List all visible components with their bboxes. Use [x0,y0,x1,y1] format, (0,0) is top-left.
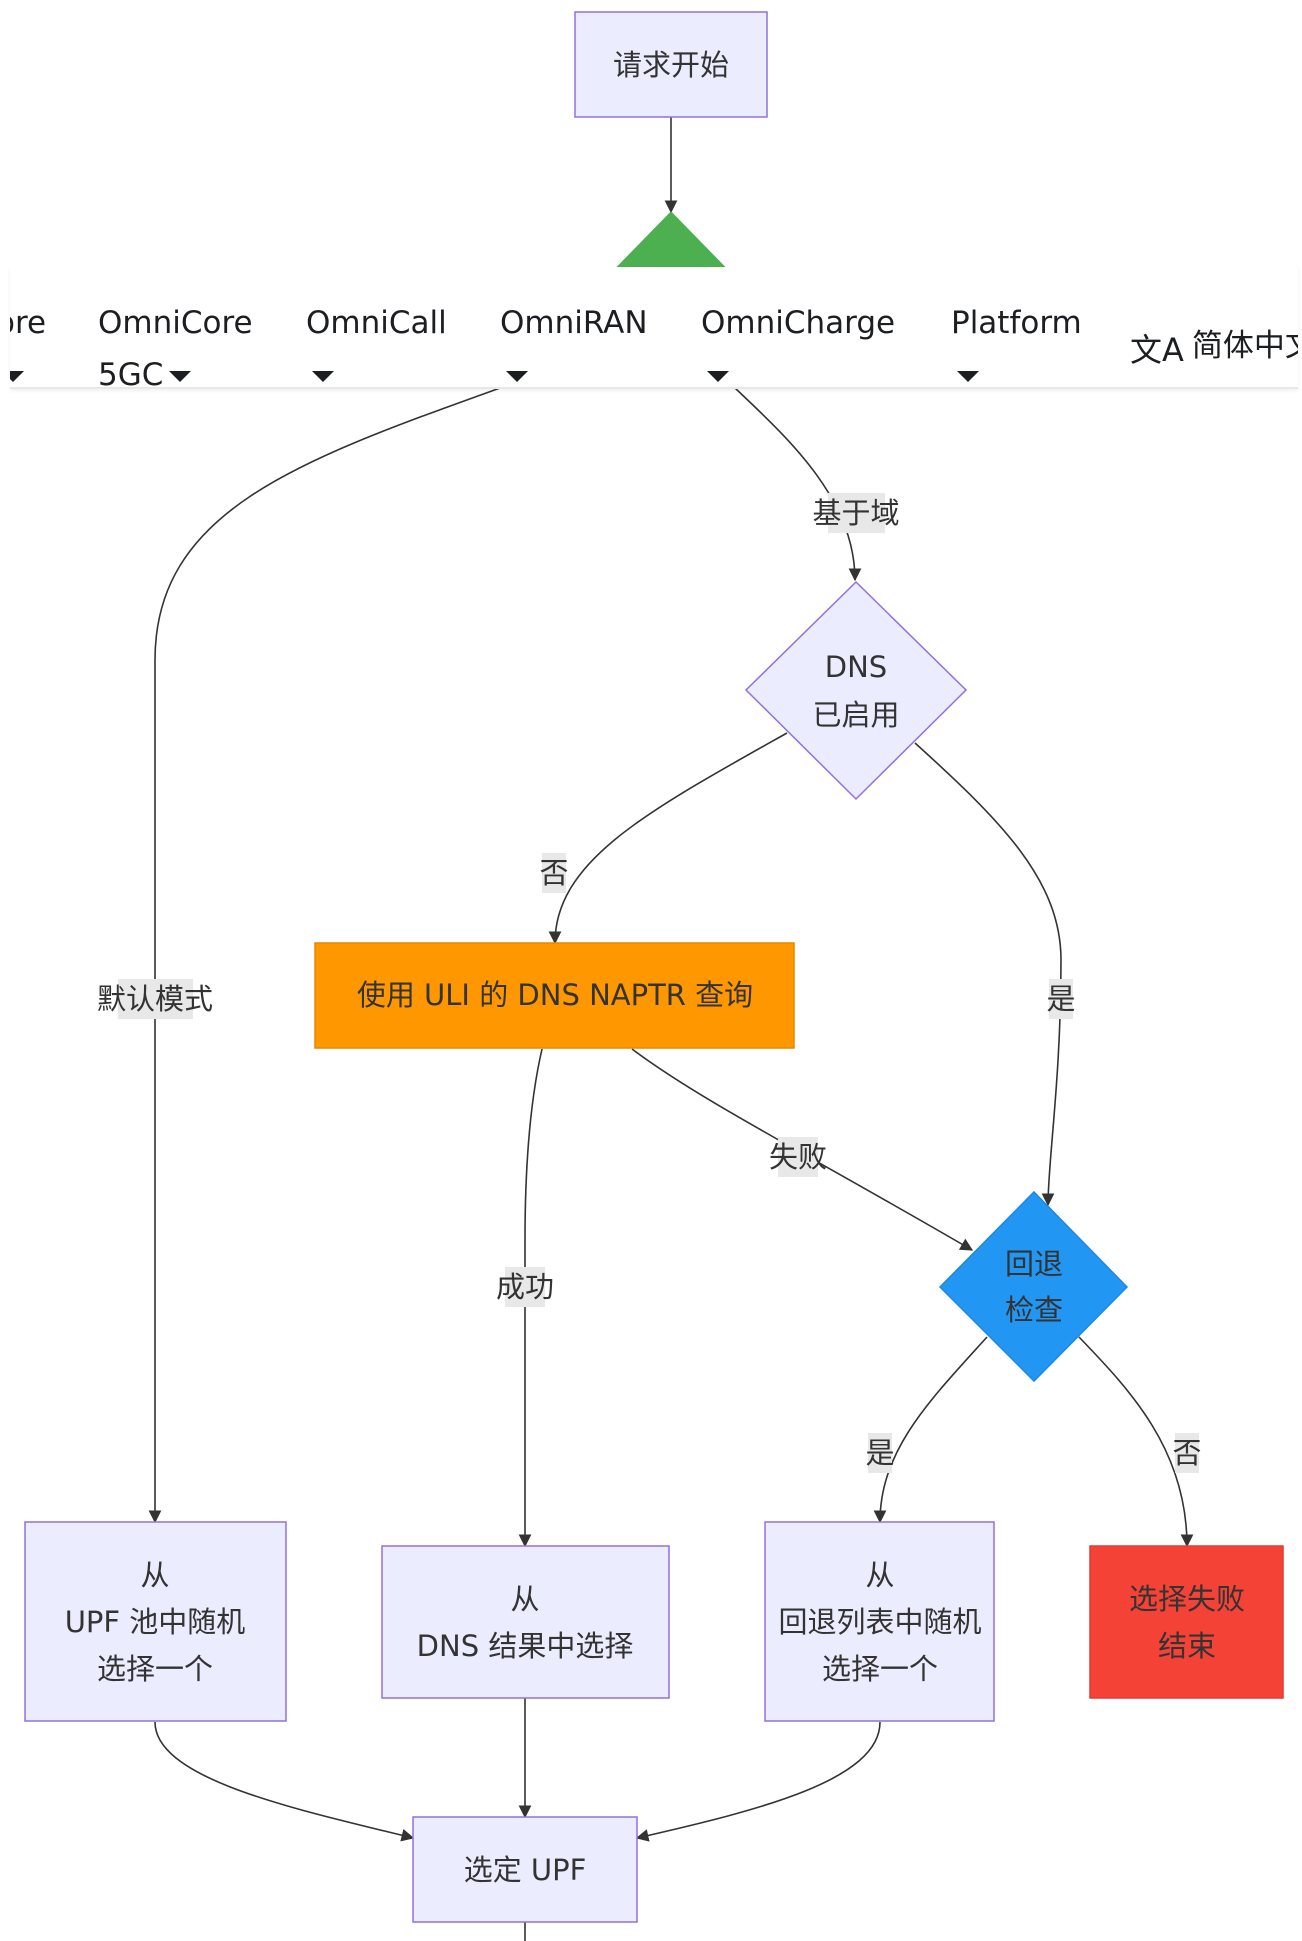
edge-dns-check-to-query [548,732,788,945]
chevron-down-icon [707,371,729,382]
svg-text:DNS: DNS [825,650,887,684]
edge-label-dns-no: 否 [539,856,568,890]
nav-item-label: OmniCharge [701,305,896,341]
edge-label-query-fail: 失败 [769,1140,827,1174]
edge-label-fallback-no: 否 [1172,1436,1201,1470]
chevron-down-icon [10,371,24,382]
node-upf-pool-select: 从 UPF 池中随机 选择一个 [24,1521,287,1722]
node-start: 请求开始 [574,11,768,118]
chevron-down-icon [312,371,334,382]
svg-text:选择一个: 选择一个 [97,1652,213,1686]
edge-decision-to-upf-pool [148,387,501,1524]
edge-dns-check-to-fallback [914,742,1062,1207]
language-selector[interactable]: 文A简体中文 [1130,320,1298,371]
node-selected-upf: 选定 UPF [412,1816,638,1923]
edge-upf-pool-to-selected [154,1721,415,1842]
edge-fallback-to-select [873,1336,988,1524]
translate-icon: 文A [1130,330,1184,369]
nav-item-platform[interactable]: Platform [951,297,1082,387]
svg-text:UPF 池中随机: UPF 池中随机 [65,1605,246,1639]
svg-text:选择失败: 选择失败 [1129,1582,1245,1616]
nav-item-omnicore-partial[interactable]: ore [10,297,47,387]
edge-fallback-select-to-selected [635,1721,881,1842]
node-fallback-check: 回退 检查 [938,1190,1129,1383]
svg-text:从: 从 [140,1558,169,1592]
node-dns-result-select: 从 DNS 结果中选择 [381,1545,670,1699]
svg-text:选定 UPF: 选定 UPF [464,1853,587,1887]
nav-item-label: OmniCore [98,305,253,341]
nav-item-omniran[interactable]: OmniRAN [500,297,648,387]
chevron-down-icon [506,371,528,382]
svg-text:回退列表中随机: 回退列表中随机 [778,1605,981,1639]
edge-label-query-success: 成功 [496,1270,554,1304]
svg-text:使用 ULI 的 DNS NAPTR 查询: 使用 ULI 的 DNS NAPTR 查询 [357,978,753,1012]
nav-item-omnicall[interactable]: OmniCall [306,297,447,387]
nav-item-label: OmniRAN [500,305,648,341]
edge-query-to-fallback [631,1048,974,1251]
node-selection-failed: 选择失败 结束 [1089,1545,1284,1699]
nav-item-omnicore-5gc[interactable]: OmniCore 5GC [98,297,253,389]
node-dns-query: 使用 ULI 的 DNS NAPTR 查询 [314,942,795,1049]
svg-text:回退: 回退 [1005,1247,1063,1281]
nav-item-omnicharge[interactable]: OmniCharge [701,297,896,387]
svg-text:已启用: 已启用 [812,698,899,732]
nav-item-label: Platform [951,305,1082,341]
nav-item-label: ore [10,305,47,341]
edge-label-dns-mode: 基于域 [812,496,899,530]
edge-label-dns-yes: 是 [1046,982,1075,1016]
chevron-down-icon [957,371,979,382]
edge-label-default-mode: 默认模式 [97,982,213,1016]
chevron-down-icon [169,371,192,382]
nav-item-label: OmniCall [306,305,447,341]
node-fallback-select: 从 回退列表中随机 选择一个 [764,1521,995,1722]
top-navbar: ore OmniCore 5GC OmniCall OmniRAN OmniCh… [10,267,1298,389]
svg-text:检查: 检查 [1005,1293,1063,1327]
svg-text:从: 从 [510,1582,539,1616]
svg-text:DNS 结果中选择: DNS 结果中选择 [417,1629,634,1663]
svg-text:选择一个: 选择一个 [822,1652,938,1686]
language-label: 简体中文 [1191,328,1298,364]
svg-text:从: 从 [865,1558,894,1592]
svg-text:请求开始: 请求开始 [613,48,729,82]
svg-text:结束: 结束 [1158,1629,1216,1663]
edge-decision-to-dns-check [734,387,862,582]
edge-fallback-to-fail [1078,1336,1194,1548]
node-dns-check: DNS 已启用 [744,580,968,801]
edge-label-fallback-yes: 是 [865,1436,894,1470]
edge-query-to-dns-result [518,1048,543,1548]
nav-item-sublabel: 5GC [98,357,164,389]
